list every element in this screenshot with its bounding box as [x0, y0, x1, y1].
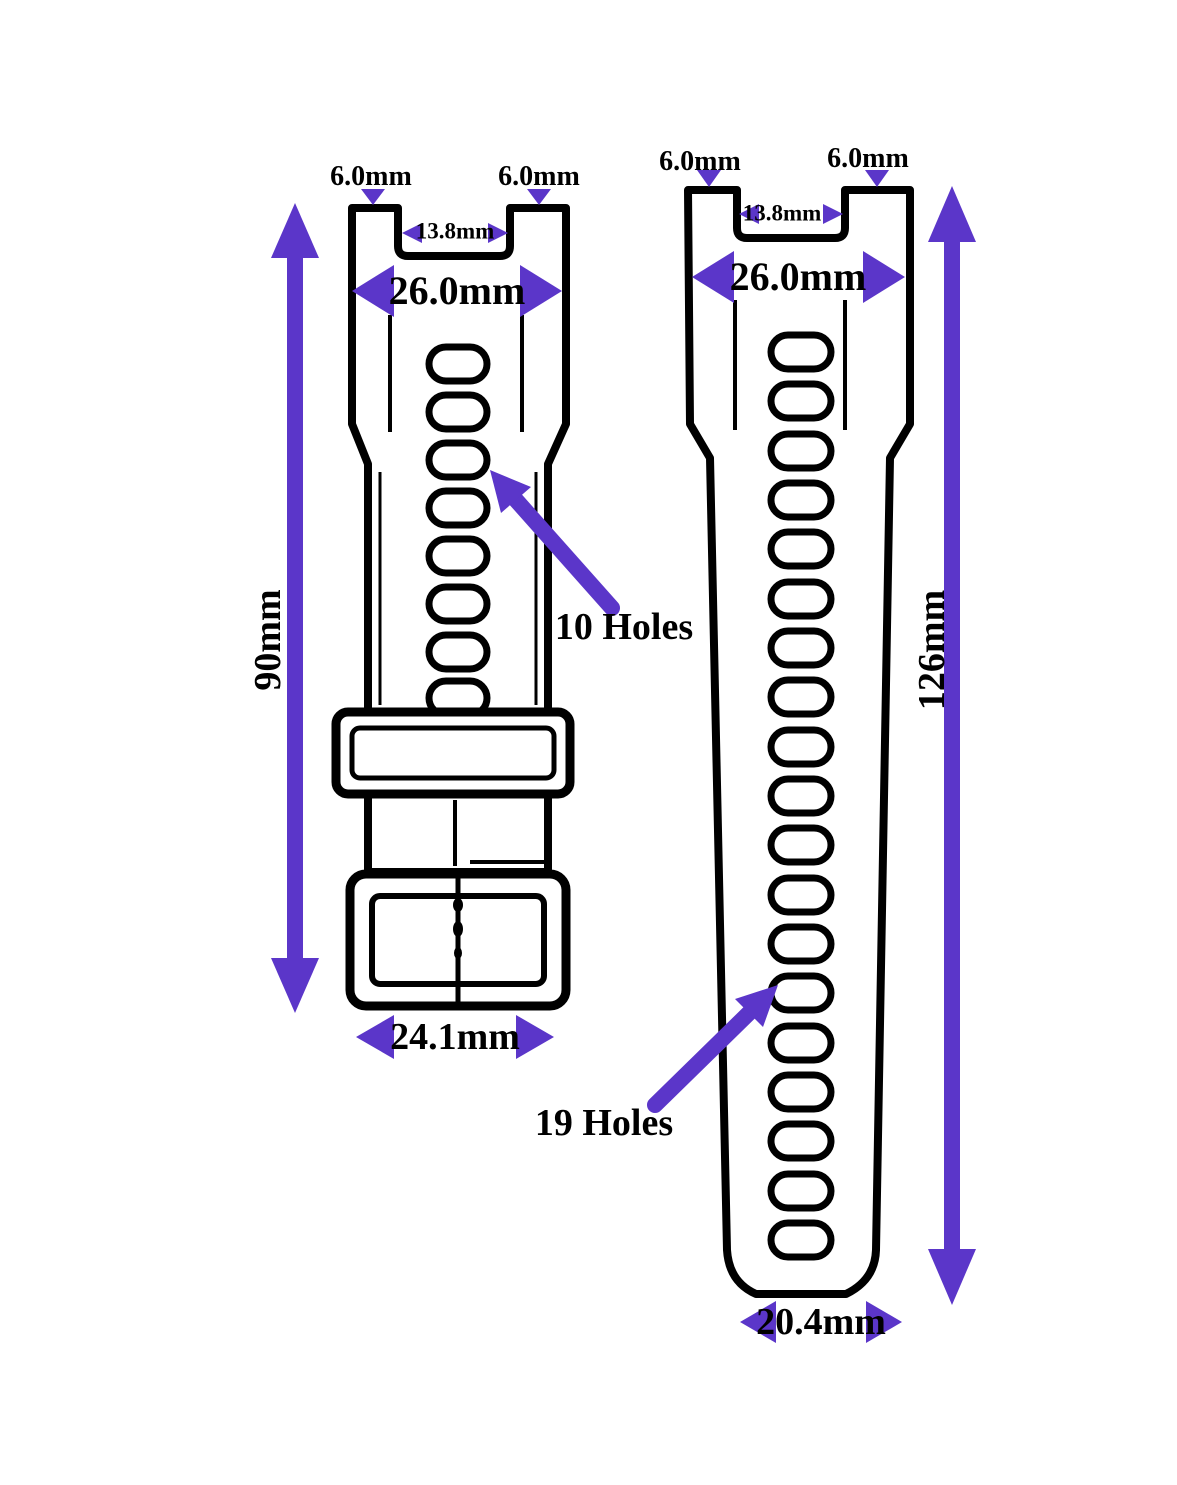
strap-keeper-loop [331, 707, 575, 799]
long-strap-holes [767, 331, 835, 1261]
long-strap-end-width-arrow-left [740, 1301, 776, 1343]
strap-buckle-prong-dots [453, 898, 463, 959]
long-strap-gap-width-label: 13.8mm [742, 200, 822, 226]
short-strap-length-label: 90mm [247, 589, 289, 691]
short-strap-lug-width-right-label: 6.0mm [498, 161, 580, 192]
short-strap-width-arrow-left [352, 265, 394, 317]
short-strap-drawing [331, 204, 575, 1011]
short-strap-lug-pointer-left [361, 189, 385, 205]
long-strap-lug-width-right-label: 6.0mm [827, 143, 909, 174]
nineteen-holes-callout-arrow [647, 985, 778, 1113]
short-strap-gap-width-label: 13.8mm [415, 218, 495, 244]
short-strap-holes [425, 343, 491, 719]
short-strap-lug-pointer-right [527, 189, 551, 205]
short-strap-width-arrow-right [520, 265, 562, 317]
long-strap-width-arrow-right [863, 251, 905, 303]
short-strap-gap-arrow-right [488, 223, 508, 243]
short-strap-width-label: 26.0mm [388, 268, 526, 313]
long-strap-end-width-label: 20.4mm [756, 1301, 886, 1343]
strap-keeper-loop-inner [349, 725, 557, 781]
long-strap-width-label: 26.0mm [729, 254, 867, 299]
short-strap-end-width-arrow-left [356, 1015, 394, 1059]
long-strap-lug-width-left-label: 6.0mm [659, 146, 741, 177]
long-strap-width-arrow-left [692, 251, 734, 303]
long-strap-gap-arrow-right [823, 204, 843, 224]
long-strap-lug-pointer-right [865, 170, 889, 187]
short-strap-gap-arrow-left [402, 223, 422, 243]
long-strap-end-width-arrow-right [866, 1301, 902, 1343]
dimension-arrows [271, 170, 976, 1343]
short-strap-lug-width-left-label: 6.0mm [330, 161, 412, 192]
short-strap-length-arrow [271, 203, 319, 1013]
long-strap-gap-arrow-left [739, 204, 759, 224]
long-strap-length-label: 126mm [911, 589, 953, 711]
long-strap-length-arrow [928, 186, 976, 1305]
ten-holes-callout-arrow [490, 470, 620, 616]
short-strap-end-width-label: 24.1mm [390, 1016, 520, 1058]
short-strap-end-width-arrow-right [516, 1015, 554, 1059]
short-strap-holes-label: 10 Holes [554, 606, 694, 648]
long-strap-holes-label: 19 Holes [534, 1102, 674, 1144]
long-strap-drawing [684, 186, 914, 1298]
long-strap-lug-pointer-left [697, 170, 721, 187]
